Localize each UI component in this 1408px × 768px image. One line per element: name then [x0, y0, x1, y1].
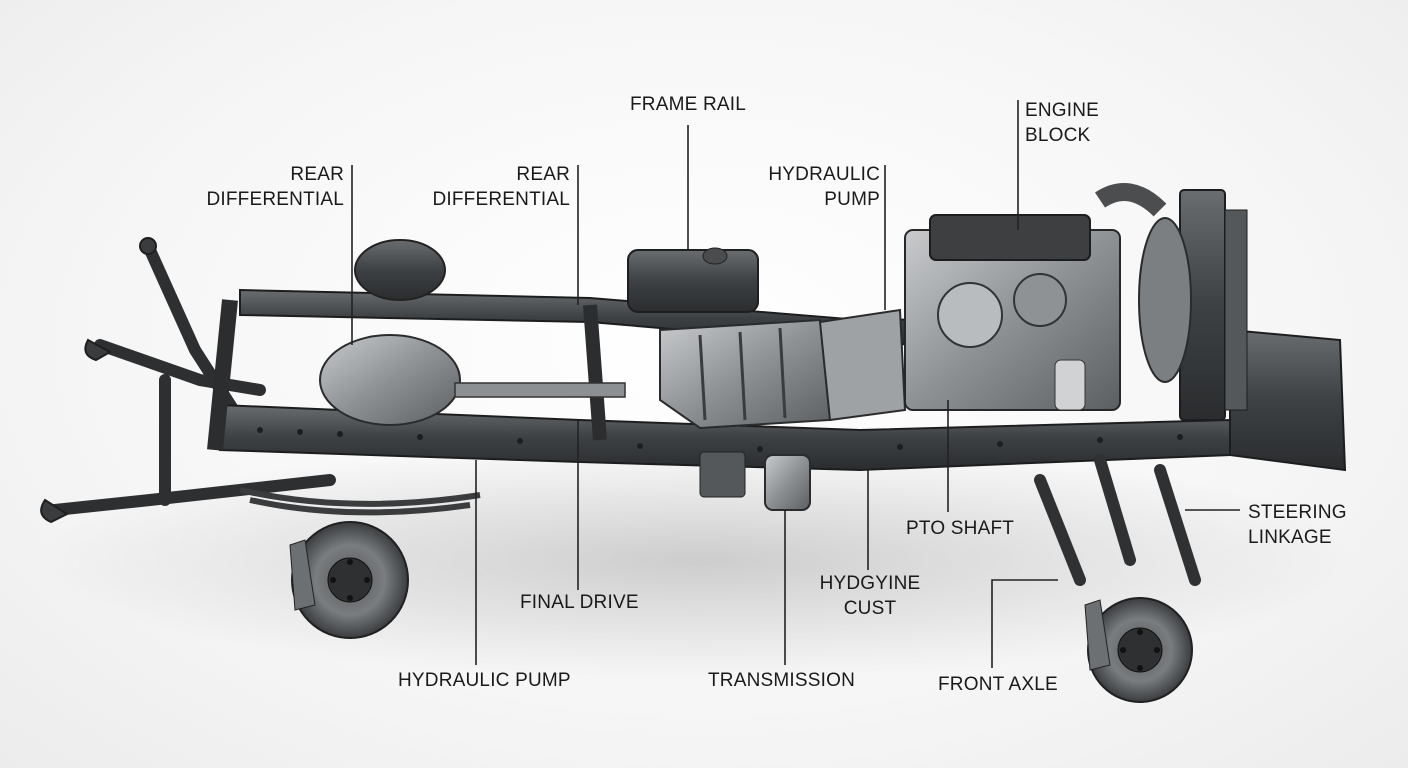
label-line: CUST [843, 598, 897, 619]
label-steering-linkage: STEERING LINKAGE [1248, 500, 1368, 550]
label-line: HYDGYINE [819, 573, 921, 594]
front-wheel-hub [1084, 597, 1193, 703]
label-rear-differential-1: REAR DIFFERENTIAL [180, 162, 344, 212]
label-hydraulic-pump-bottom: HYDRAULIC PUMP [398, 670, 571, 691]
radiator [1138, 189, 1248, 421]
label-hydgyine-cust: HYDGYINE CUST [805, 571, 935, 621]
label-line: REAR [516, 164, 570, 185]
tank [627, 247, 759, 313]
label-rear-differential-2: REAR DIFFERENTIAL [406, 162, 570, 212]
label-line: ENGINE [1025, 100, 1100, 121]
engine-assembly [904, 183, 1167, 411]
frame-rail-shape [207, 288, 1347, 472]
front-suspension [1034, 454, 1201, 586]
label-frame-rail: FRAME RAIL [629, 94, 747, 115]
label-front-axle: FRONT AXLE [938, 674, 1058, 695]
hitch-hooks [40, 237, 157, 524]
leader-front-axle [991, 579, 1058, 668]
label-transmission: TRANSMISSION [708, 670, 856, 691]
label-line: PUMP [824, 189, 880, 210]
label-engine-block: ENGINE BLOCK [1025, 98, 1145, 148]
pto-pump [699, 451, 811, 511]
transmission-body [659, 308, 907, 430]
leader-lines [351, 100, 1240, 668]
label-hydraulic-pump-top: HYDRAULIC PUMP [740, 162, 880, 212]
frame-bolts [257, 427, 1183, 452]
leaf-spring [239, 487, 481, 516]
label-line: HYDRAULIC [768, 164, 880, 185]
label-line: BLOCK [1025, 125, 1091, 146]
label-line: DIFFERENTIAL [432, 189, 570, 210]
label-line: STEERING [1248, 502, 1347, 523]
label-pto-shaft: PTO SHAFT [906, 518, 1015, 539]
rear-differential-housing [319, 239, 626, 426]
label-line: LINKAGE [1248, 527, 1332, 548]
label-line: DIFFERENTIAL [206, 189, 344, 210]
label-line: REAR [290, 164, 344, 185]
rear-wheel-hub [289, 521, 409, 639]
label-final-drive: FINAL DRIVE [520, 592, 639, 613]
